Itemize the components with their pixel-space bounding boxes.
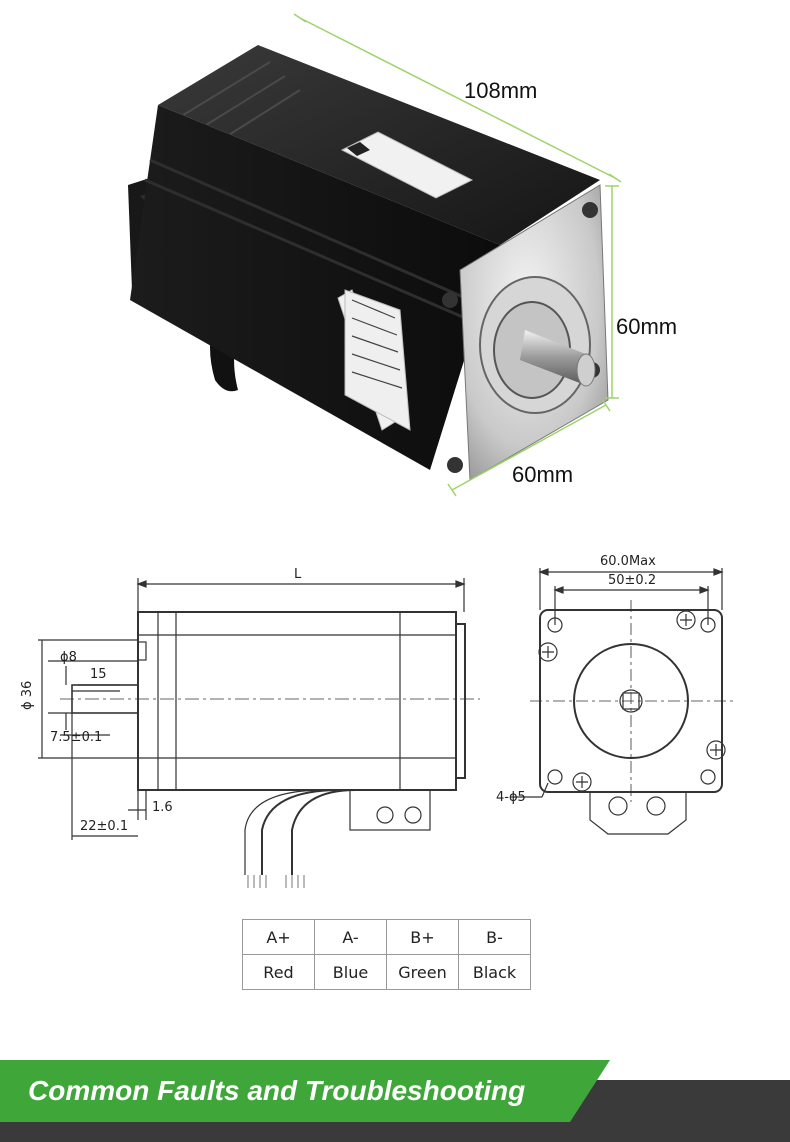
front-view-drawing	[510, 568, 735, 835]
motor-photo	[128, 13, 622, 497]
table-cell: Black	[458, 954, 531, 990]
length-label: 108mm	[464, 78, 538, 103]
banner-title: Common Faults and Troubleshooting	[28, 1075, 526, 1106]
table-cell: Blue	[314, 954, 387, 990]
table-cell: A-	[314, 919, 387, 955]
dim-holes-label: 4-ϕ5	[496, 790, 526, 805]
table-cell: Green	[386, 954, 459, 990]
table-row: A+ A- B+ B-	[242, 919, 531, 955]
wiring-table: A+ A- B+ B- Red Blue Green Black	[242, 919, 531, 990]
table-cell: Red	[242, 954, 315, 990]
section-banner	[0, 1060, 790, 1142]
dim-shaft-extension-label: 22±0.1	[80, 819, 129, 834]
dim-flange-thickness-label: 1.6	[152, 800, 173, 815]
dim-flat-label: 7.5±0.1	[50, 730, 103, 745]
dim-hole-spacing-label: 50±0.2	[608, 573, 657, 588]
dim-max-width-label: 60.0Max	[600, 554, 656, 569]
banner-green-bar	[0, 1060, 610, 1122]
table-row: Red Blue Green Black	[242, 954, 531, 990]
height-label: 60mm	[616, 314, 678, 339]
width-label: 60mm	[512, 462, 574, 487]
dim-shaft-diameter-label: ϕ8	[60, 650, 77, 665]
table-cell: A+	[242, 919, 315, 955]
side-view-drawing	[38, 578, 480, 888]
dim-shaft-length-label: 15	[90, 667, 107, 682]
table-cell: B+	[386, 919, 459, 955]
table-cell: B-	[458, 919, 531, 955]
dim-boss-diameter-label: ϕ 36	[20, 680, 35, 710]
dim-l-label: L	[294, 567, 302, 582]
